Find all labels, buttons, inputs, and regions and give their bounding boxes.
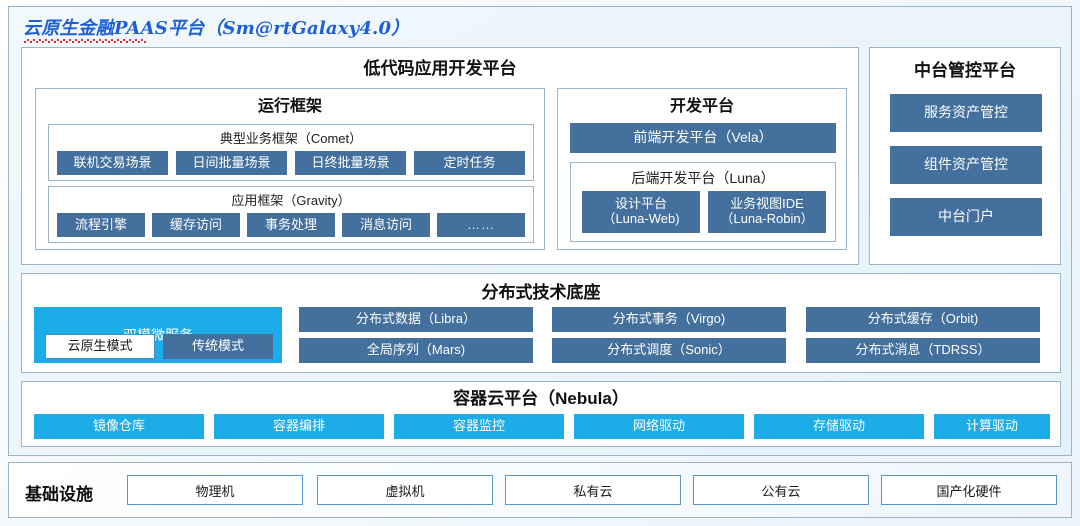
chip-eod-batch[interactable]: 日终批量场景 bbox=[295, 151, 406, 175]
chip-midplatform-portal[interactable]: 中台门户 bbox=[890, 198, 1042, 236]
gravity-group-title: 应用框架（Gravity） bbox=[231, 193, 351, 208]
chip-distributed-scheduling-sonic[interactable]: 分布式调度（Sonic） bbox=[552, 338, 786, 363]
midplatform-panel: 中台管控平台 服务资产管控 组件资产管控 中台门户 bbox=[869, 47, 1061, 265]
chip-message-access[interactable]: 消息访问 bbox=[342, 213, 430, 237]
backend-dev-platform-title: 后端开发平台（Luna） bbox=[631, 170, 775, 186]
distributed-base-panel: 分布式技术底座 双模微服务 云原生模式 传统模式 分布式数据（Libra） 全局… bbox=[21, 273, 1061, 373]
gravity-group-panel: 应用框架（Gravity） 流程引擎 缓存访问 事务处理 消息访问 …… bbox=[48, 186, 534, 243]
chip-service-asset-control[interactable]: 服务资产管控 bbox=[890, 94, 1042, 132]
midplatform-title: 中台管控平台 bbox=[914, 61, 1016, 80]
chip-virtual-machine[interactable]: 虚拟机 bbox=[317, 475, 493, 505]
chip-network-driver[interactable]: 网络驱动 bbox=[574, 414, 744, 439]
container-cloud-panel: 容器云平台（Nebula） 镜像仓库 容器编排 容器监控 网络驱动 存储驱动 计… bbox=[21, 381, 1061, 447]
chip-distributed-data-libra[interactable]: 分布式数据（Libra） bbox=[299, 307, 533, 332]
chip-compute-driver[interactable]: 计算驱动 bbox=[934, 414, 1050, 439]
chip-design-platform-luna-web[interactable]: 设计平台 （Luna-Web) bbox=[582, 191, 700, 233]
infrastructure-panel: 基础设施 物理机 虚拟机 私有云 公有云 国产化硬件 bbox=[8, 462, 1072, 518]
chip-traditional-mode[interactable]: 传统模式 bbox=[163, 334, 273, 359]
chip-transaction-processing[interactable]: 事务处理 bbox=[247, 213, 335, 237]
chip-private-cloud[interactable]: 私有云 bbox=[505, 475, 681, 505]
infrastructure-label: 基础设施 bbox=[25, 485, 93, 504]
runtime-framework-panel: 运行框架 典型业务框架（Comet） 联机交易场景 日间批量场景 日终批量场景 … bbox=[35, 88, 545, 250]
chip-distributed-transaction-virgo[interactable]: 分布式事务（Virgo) bbox=[552, 307, 786, 332]
chip-business-view-ide-luna-robin[interactable]: 业务视图IDE （Luna-Robin） bbox=[708, 191, 826, 233]
spellcheck-underline bbox=[23, 39, 147, 43]
chip-image-repository[interactable]: 镜像仓库 bbox=[34, 414, 204, 439]
chip-cloud-native-mode[interactable]: 云原生模式 bbox=[45, 334, 155, 359]
page-title-text: 云原生金融PAAS平台（Sm@rtGalaxy4.0） bbox=[23, 18, 410, 39]
chip-distributed-cache-orbit[interactable]: 分布式缓存（Orbit) bbox=[806, 307, 1040, 332]
runtime-framework-title: 运行框架 bbox=[257, 98, 322, 115]
page-title: 云原生金融PAAS平台（Sm@rtGalaxy4.0） bbox=[23, 14, 410, 43]
backend-dev-platform-panel: 后端开发平台（Luna） 设计平台 （Luna-Web) 业务视图IDE （Lu… bbox=[570, 162, 836, 242]
chip-container-monitoring[interactable]: 容器监控 bbox=[394, 414, 564, 439]
chip-container-orchestration[interactable]: 容器编排 bbox=[214, 414, 384, 439]
dev-platform-panel: 开发平台 前端开发平台（Vela） 后端开发平台（Luna） 设计平台 （Lun… bbox=[557, 88, 847, 250]
chip-scheduled-task[interactable]: 定时任务 bbox=[414, 151, 525, 175]
chip-global-sequence-mars[interactable]: 全局序列（Mars) bbox=[299, 338, 533, 363]
distributed-base-title: 分布式技术底座 bbox=[481, 283, 601, 302]
chip-process-engine[interactable]: 流程引擎 bbox=[57, 213, 145, 237]
lowcode-platform-title: 低代码应用开发平台 bbox=[363, 59, 517, 78]
comet-group-title: 典型业务框架（Comet） bbox=[219, 131, 363, 146]
chip-online-trade[interactable]: 联机交易场景 bbox=[57, 151, 168, 175]
chip-domestic-hardware[interactable]: 国产化硬件 bbox=[881, 475, 1057, 505]
chip-public-cloud[interactable]: 公有云 bbox=[693, 475, 869, 505]
chip-cache-access[interactable]: 缓存访问 bbox=[152, 213, 240, 237]
dev-platform-title: 开发平台 bbox=[669, 98, 734, 115]
platform-main-frame: 云原生金融PAAS平台（Sm@rtGalaxy4.0） 低代码应用开发平台 运行… bbox=[8, 6, 1072, 456]
lowcode-platform-panel: 低代码应用开发平台 运行框架 典型业务框架（Comet） 联机交易场景 日间批量… bbox=[21, 47, 859, 265]
comet-group-panel: 典型业务框架（Comet） 联机交易场景 日间批量场景 日终批量场景 定时任务 bbox=[48, 124, 534, 181]
chip-more-ellipsis[interactable]: …… bbox=[437, 213, 525, 237]
chip-physical-machine[interactable]: 物理机 bbox=[127, 475, 303, 505]
chip-frontend-dev-platform[interactable]: 前端开发平台（Vela） bbox=[570, 123, 836, 153]
chip-distributed-message-tdrss[interactable]: 分布式消息（TDRSS） bbox=[806, 338, 1040, 363]
chip-component-asset-control[interactable]: 组件资产管控 bbox=[890, 146, 1042, 184]
chip-intraday-batch[interactable]: 日间批量场景 bbox=[176, 151, 287, 175]
container-cloud-title: 容器云平台（Nebula） bbox=[453, 389, 629, 408]
dualmode-microservice-block: 双模微服务 云原生模式 传统模式 bbox=[34, 307, 282, 363]
chip-storage-driver[interactable]: 存储驱动 bbox=[754, 414, 924, 439]
